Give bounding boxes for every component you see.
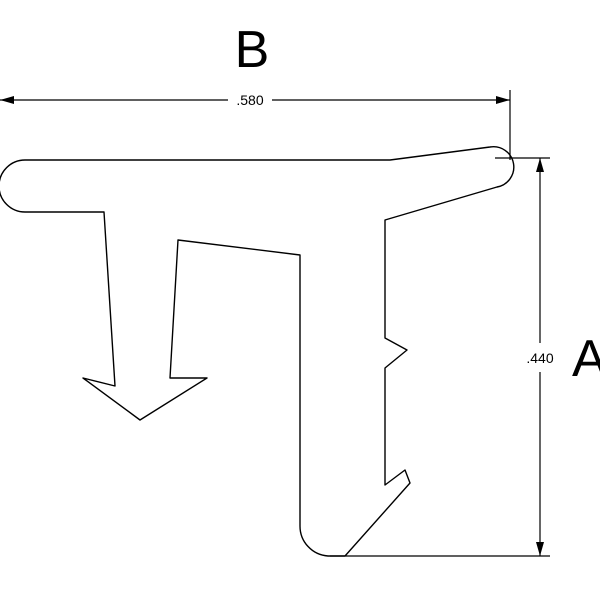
dimension-b-arrow-right xyxy=(496,96,510,104)
dimension-a-letter: A xyxy=(572,330,600,388)
dimension-b: .580 B xyxy=(0,21,511,160)
dimension-b-letter: B xyxy=(235,21,270,79)
dimension-b-value: .580 xyxy=(236,92,263,108)
dimension-a: .440 A xyxy=(330,157,600,557)
dimension-a-value: .440 xyxy=(526,350,553,366)
dimension-b-arrow-left xyxy=(0,96,14,104)
dimension-a-arrow-bottom xyxy=(536,542,544,556)
seal-profile-outline xyxy=(0,145,515,557)
dimension-a-arrow-top xyxy=(536,158,544,172)
